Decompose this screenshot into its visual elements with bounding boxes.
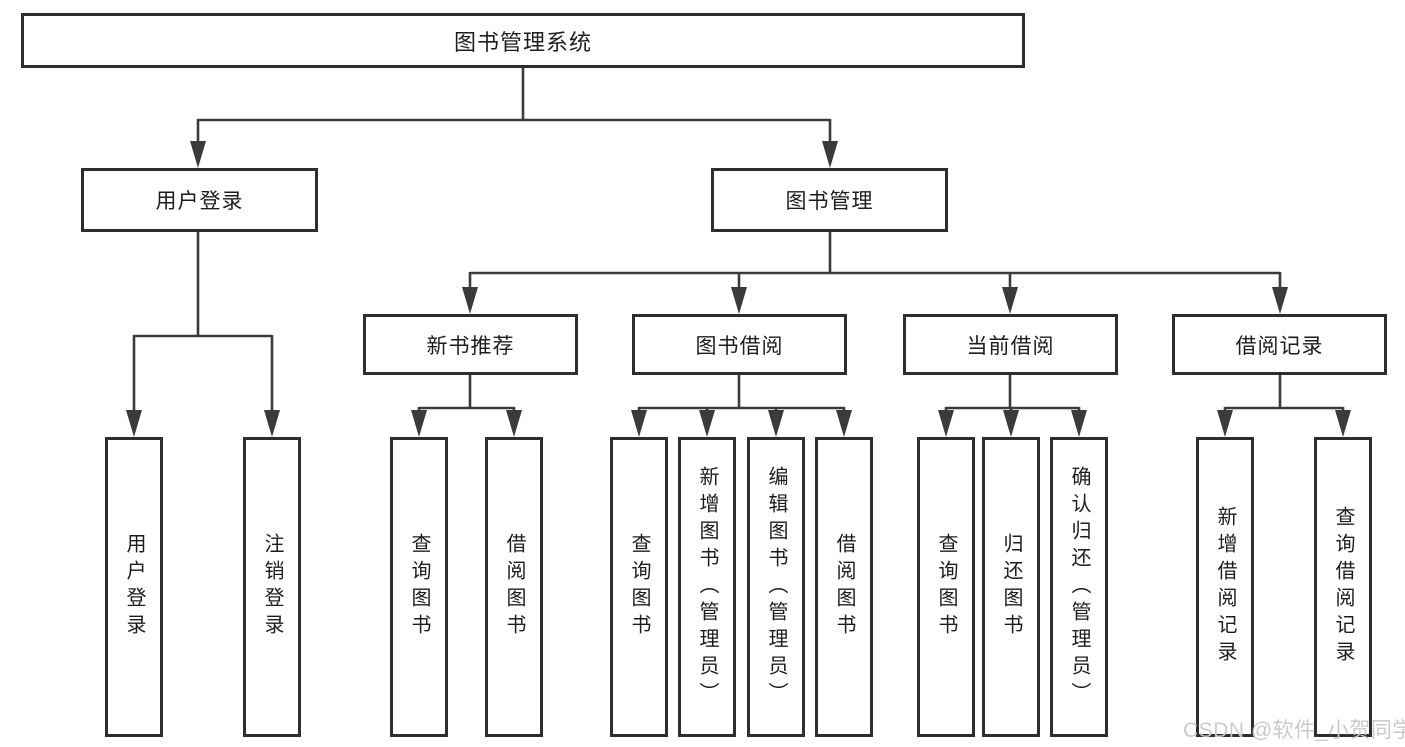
leaf-query-books-current: 查询图书 [917,437,975,737]
arrowhead-icon [938,410,954,437]
leaf-user-login: 用户登录 [105,437,163,737]
arrowhead-icon [1071,410,1087,437]
leaf-borrow-books: 借阅图书 [815,437,873,737]
node-book-borrow: 图书借阅 [632,314,847,375]
leaf-query-books-borrow: 查询图书 [610,437,668,737]
arrowhead-icon [1003,410,1019,437]
arrowhead-icon [1002,287,1018,314]
node-book-management: 图书管理 [711,168,948,232]
node-borrow-records: 借阅记录 [1172,314,1387,375]
leaf-return-book: 归还图书 [982,437,1040,737]
arrowhead-icon [264,410,280,437]
node-user-login: 用户登录 [81,168,318,232]
arrowhead-icon [768,410,784,437]
leaf-add-book-admin: 新增图书（管理员） [678,437,736,737]
arrowhead-icon [462,287,478,314]
arrowhead-icon [126,410,142,437]
node-current-borrow: 当前借阅 [903,314,1118,375]
connector-level3-to-leaves [411,375,1351,437]
leaf-logout: 注销登录 [243,437,301,737]
arrowhead-icon [1272,287,1288,314]
watermark: CSDN @软件_小贺同学 [1183,719,1405,742]
connector-bookmgmt-to-level3 [462,232,1288,314]
arrowhead-icon [731,287,747,314]
arrowhead-icon [1335,410,1351,437]
arrowhead-icon [836,410,852,437]
leaf-query-books-recommend: 查询图书 [390,437,448,737]
leaf-query-borrow-record: 查询借阅记录 [1314,437,1372,737]
leaf-add-borrow-record: 新增借阅记录 [1196,437,1254,737]
connector-root-to-level2 [190,68,838,168]
leaf-confirm-return-admin: 确认归还（管理员） [1050,437,1108,737]
arrowhead-icon [1217,410,1233,437]
node-root-system: 图书管理系统 [21,13,1025,68]
leaf-borrow-books-recommend: 借阅图书 [485,437,543,737]
arrowhead-icon [822,141,838,168]
arrowhead-icon [506,410,522,437]
node-new-book-recommend: 新书推荐 [363,314,578,375]
leaf-edit-book-admin: 编辑图书（管理员） [747,437,805,737]
arrowhead-icon [699,410,715,437]
arrowhead-icon [411,410,427,437]
connector-userlogin-to-leaves [126,232,280,437]
arrowhead-icon [190,141,206,168]
arrowhead-icon [631,410,647,437]
